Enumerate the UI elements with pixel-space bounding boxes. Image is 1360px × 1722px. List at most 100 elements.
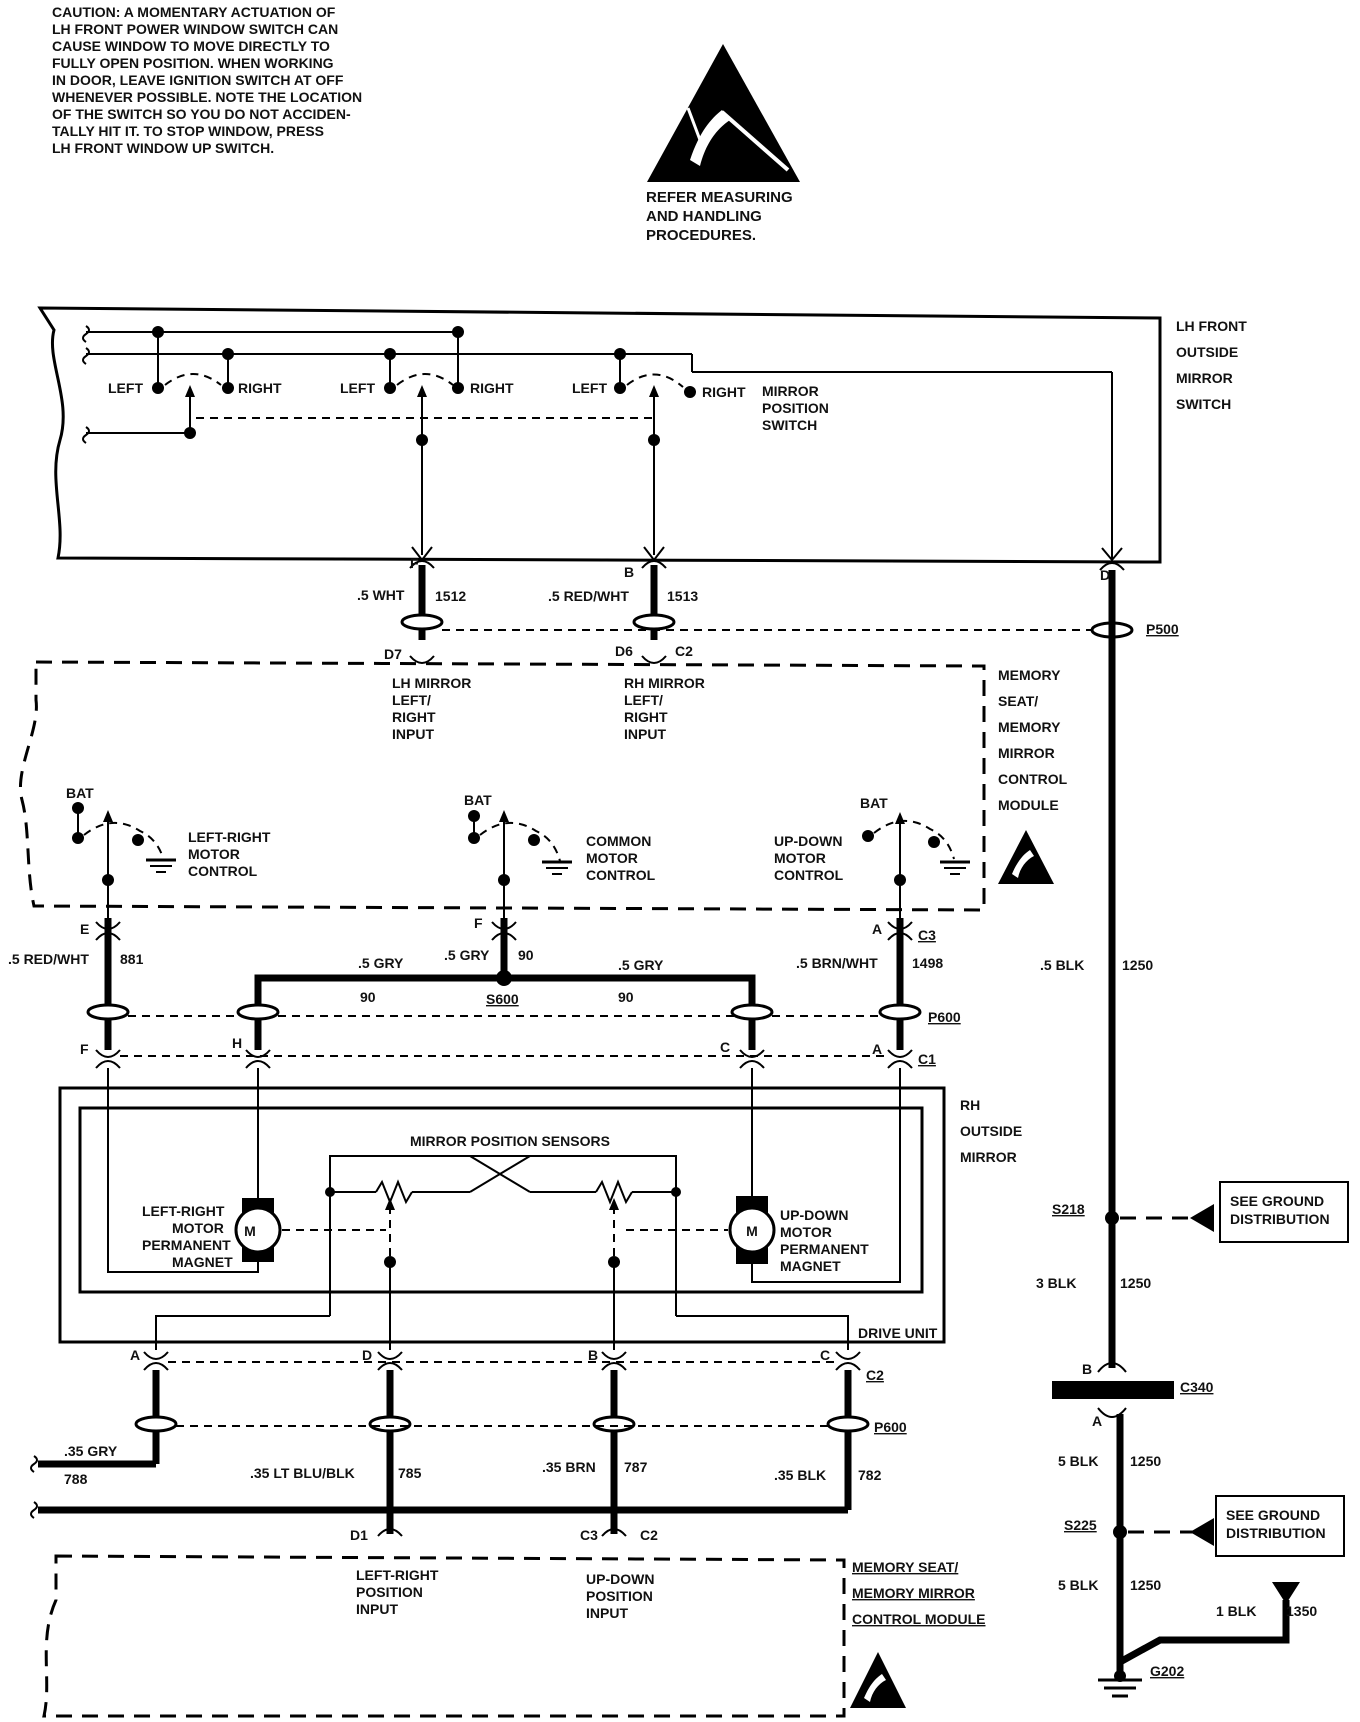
lr-motor-control-label: MOTOR bbox=[188, 846, 240, 862]
pin-label: A bbox=[872, 1041, 882, 1057]
switch-left-label: LEFT bbox=[108, 380, 143, 396]
pin-label: C3 bbox=[580, 1527, 598, 1543]
wire-circuit: 1513 bbox=[667, 588, 698, 604]
lr-motor-control-label: LEFT-RIGHT bbox=[188, 829, 271, 845]
esd-note-line: REFER MEASURING bbox=[646, 189, 793, 206]
wire-gauge: .35 BLK bbox=[774, 1467, 826, 1483]
mirror-position-switch-label: POSITION bbox=[762, 400, 829, 416]
see-ground-label: SEE GROUND bbox=[1230, 1193, 1324, 1209]
connector-c340-label: C340 bbox=[1180, 1379, 1214, 1395]
rh-mirror-label: MIRROR bbox=[960, 1149, 1017, 1165]
caution-line: OF THE SWITCH SO YOU DO NOT ACCIDEN- bbox=[52, 106, 351, 122]
pin-label: H bbox=[232, 1035, 242, 1051]
switch-left-label: LEFT bbox=[572, 380, 607, 396]
caution-note: CAUTION: A MOMENTARY ACTUATION OF LH FRO… bbox=[52, 4, 362, 156]
lr-motor-symbol: M bbox=[244, 1223, 256, 1239]
wire-gauge: .5 WHT bbox=[357, 587, 405, 603]
ground-wire-1250 bbox=[1052, 562, 1300, 1698]
esd-note-line: AND HANDLING bbox=[646, 208, 762, 225]
memory-module-label: MIRROR bbox=[998, 745, 1055, 761]
mirror-position-switch-label: MIRROR bbox=[762, 383, 819, 399]
memory-control-module-top bbox=[19, 660, 1054, 918]
pin-label: C bbox=[820, 1347, 830, 1363]
memory-module-label: CONTROL bbox=[998, 771, 1068, 787]
motor-wires bbox=[86, 918, 922, 1069]
lr-motor-control-label: CONTROL bbox=[188, 863, 258, 879]
drive-unit-label: DRIVE UNIT bbox=[858, 1325, 938, 1341]
wire-gauge: .35 BRN bbox=[542, 1459, 596, 1475]
wire-circuit: 90 bbox=[518, 947, 534, 963]
wire-circuit: 782 bbox=[858, 1467, 882, 1483]
pin-label: B bbox=[588, 1347, 598, 1363]
ud-motor-label: UP-DOWN bbox=[780, 1207, 848, 1223]
switch-right-label: RIGHT bbox=[702, 384, 746, 400]
ud-motor-control-label: CONTROL bbox=[774, 867, 844, 883]
pin-label: F bbox=[410, 555, 419, 571]
switch-right-label: RIGHT bbox=[470, 380, 514, 396]
rh-mirror-input-label: INPUT bbox=[624, 726, 666, 742]
caution-line: FULLY OPEN POSITION. WHEN WORKING bbox=[52, 55, 334, 71]
wire-circuit: 1250 bbox=[1120, 1275, 1151, 1291]
lr-position-input-label: INPUT bbox=[356, 1601, 398, 1617]
wire-circuit: 1250 bbox=[1130, 1577, 1161, 1593]
connector-c2-label: C2 bbox=[640, 1527, 658, 1543]
pin-label: D1 bbox=[350, 1527, 368, 1543]
connector-p600-label: P600 bbox=[874, 1419, 907, 1435]
lh-switch-label: OUTSIDE bbox=[1176, 344, 1238, 360]
caution-line: WHENEVER POSSIBLE. NOTE THE LOCATION bbox=[52, 89, 362, 105]
caution-line: CAUSE WINDOW TO MOVE DIRECTLY TO bbox=[52, 38, 330, 54]
rh-mirror-input-label: RH MIRROR bbox=[624, 675, 705, 691]
ud-motor-label: MAGNET bbox=[780, 1258, 841, 1274]
lr-motor-label: MAGNET bbox=[172, 1254, 233, 1270]
wire-gauge: .35 GRY bbox=[64, 1443, 118, 1459]
pin-label: D bbox=[1100, 567, 1110, 583]
ud-motor-control-label: UP-DOWN bbox=[774, 833, 842, 849]
rh-mirror-input-label: LEFT/ bbox=[624, 692, 663, 708]
wire-circuit: 90 bbox=[618, 989, 634, 1005]
ground-g202-label: G202 bbox=[1150, 1663, 1184, 1679]
splice-s225-label: S225 bbox=[1064, 1517, 1097, 1533]
pin-label: C bbox=[720, 1039, 730, 1055]
connector-c1-label: C1 bbox=[918, 1051, 936, 1067]
splice-s600-label: S600 bbox=[486, 991, 519, 1007]
position-wires bbox=[30, 1351, 870, 1537]
pin-label: A bbox=[1092, 1413, 1102, 1429]
esd-note-line: PROCEDURES. bbox=[646, 227, 756, 244]
wire-1512-1513 bbox=[400, 560, 1092, 664]
see-ground-label: SEE GROUND bbox=[1226, 1507, 1320, 1523]
caution-line: LH FRONT POWER WINDOW SWITCH CAN bbox=[52, 21, 338, 37]
pin-label: D7 bbox=[384, 646, 402, 662]
bat-label: BAT bbox=[860, 795, 888, 811]
memory-module-label: MEMORY bbox=[998, 719, 1061, 735]
lh-front-outside-mirror-switch bbox=[37, 306, 1162, 564]
wire-gauge: .5 GRY bbox=[618, 957, 664, 973]
lr-position-input-label: POSITION bbox=[356, 1584, 423, 1600]
connector-c3-label: C3 bbox=[918, 927, 936, 943]
connector-c2-label: C2 bbox=[675, 643, 693, 659]
mirror-position-sensors-label: MIRROR POSITION SENSORS bbox=[410, 1133, 610, 1149]
wire-circuit: 788 bbox=[64, 1471, 88, 1487]
lr-motor-label: MOTOR bbox=[172, 1220, 224, 1236]
rh-mirror-input-label: RIGHT bbox=[624, 709, 668, 725]
rh-mirror-label: OUTSIDE bbox=[960, 1123, 1022, 1139]
caution-line: LH FRONT WINDOW UP SWITCH. bbox=[52, 140, 274, 156]
caution-line: CAUTION: A MOMENTARY ACTUATION OF bbox=[52, 4, 336, 20]
ud-position-input-label: POSITION bbox=[586, 1588, 653, 1604]
pin-label: A bbox=[872, 921, 882, 937]
ud-position-input-label: INPUT bbox=[586, 1605, 628, 1621]
memory-module-bottom-label: CONTROL MODULE bbox=[852, 1611, 986, 1627]
wire-circuit: 785 bbox=[398, 1465, 422, 1481]
lh-switch-label: LH FRONT bbox=[1176, 318, 1247, 334]
connector-p600-label: P600 bbox=[928, 1009, 961, 1025]
pin-label: B bbox=[1082, 1361, 1092, 1377]
wire-gauge: 3 BLK bbox=[1036, 1275, 1076, 1291]
switch-right-label: RIGHT bbox=[238, 380, 282, 396]
caution-line: IN DOOR, LEAVE IGNITION SWITCH AT OFF bbox=[52, 72, 344, 88]
lh-switch-label: SWITCH bbox=[1176, 396, 1231, 412]
wire-gauge: .35 LT BLU/BLK bbox=[250, 1465, 355, 1481]
common-motor-control-label: MOTOR bbox=[586, 850, 638, 866]
ud-motor-symbol: M bbox=[746, 1223, 758, 1239]
lh-mirror-input-label: INPUT bbox=[392, 726, 434, 742]
pin-label: F bbox=[474, 915, 483, 931]
pin-label: E bbox=[80, 921, 89, 937]
